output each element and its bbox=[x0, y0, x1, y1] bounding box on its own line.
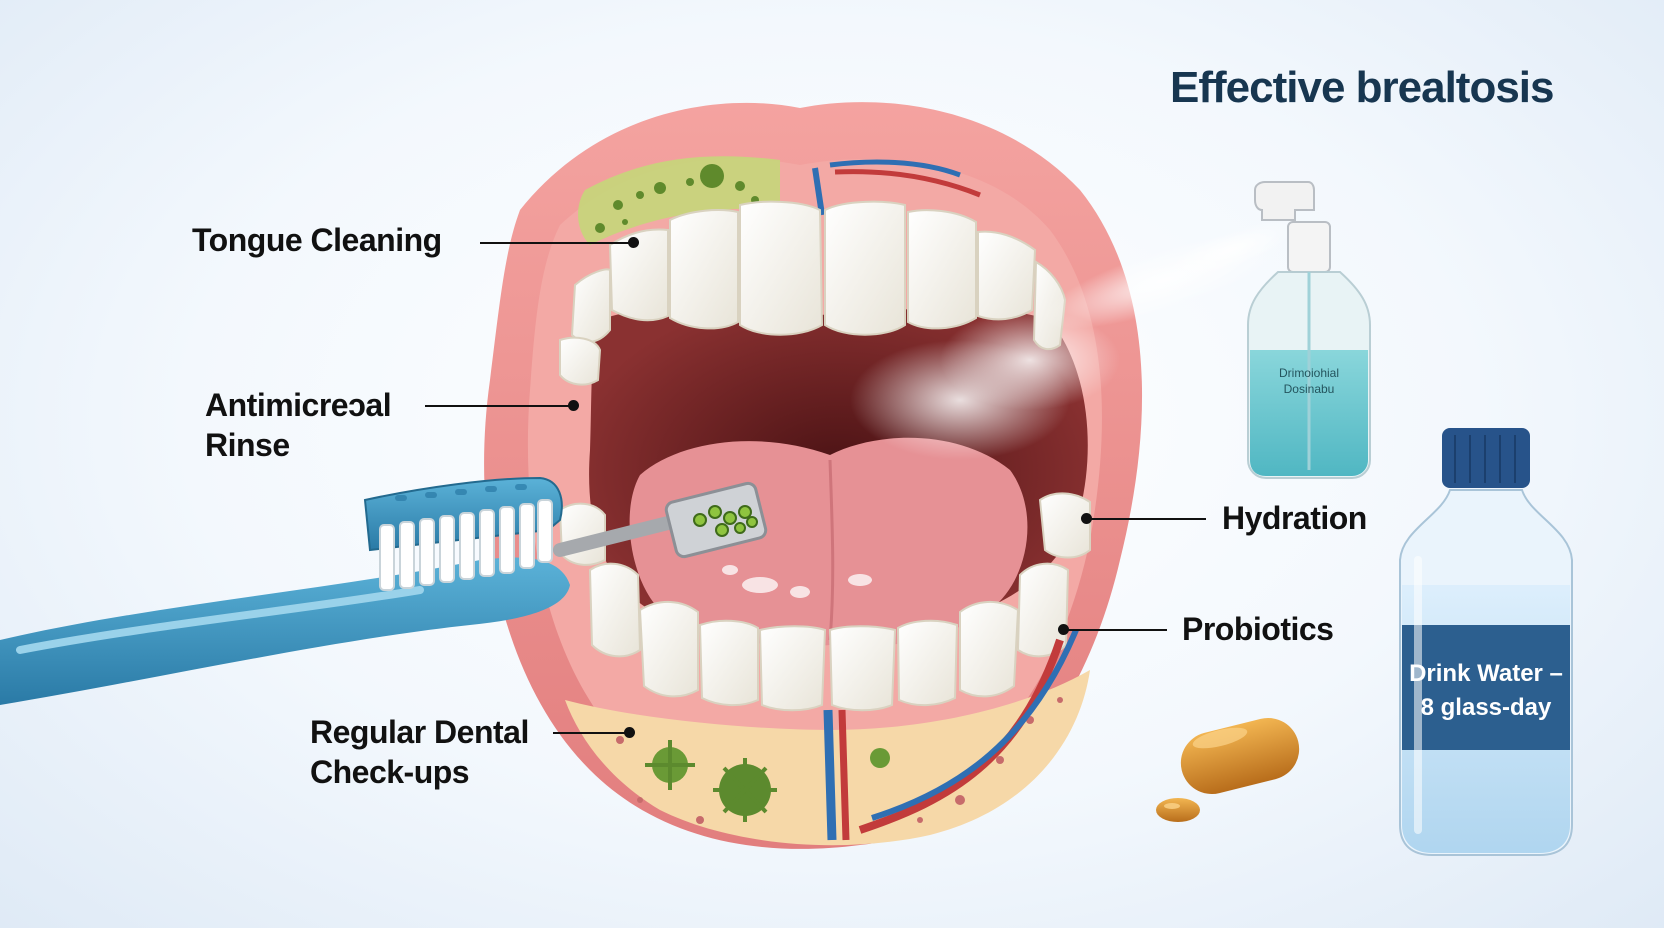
bacteria-icon bbox=[616, 697, 1063, 824]
probiotic-capsule-icon bbox=[1156, 717, 1300, 822]
upper-gum-plaque bbox=[578, 156, 780, 245]
leader-dot-regular-checkups bbox=[624, 727, 635, 738]
leader-regular-checkups bbox=[553, 732, 628, 734]
spray-bottle-label-line2: Dosinabu bbox=[1283, 382, 1335, 396]
leader-antimicrobial-rinse bbox=[425, 405, 570, 407]
spray-bottle-label-line1: Drimoiohial bbox=[1278, 366, 1340, 380]
mouth-illustration bbox=[484, 102, 1143, 849]
leader-probiotics bbox=[1063, 629, 1167, 631]
water-bottle-label-line2: 8 glass-day bbox=[1420, 694, 1552, 721]
bacteria-icon bbox=[595, 164, 759, 233]
label-regular-checkups-line1: Regular Dental bbox=[310, 714, 529, 750]
label-tongue-cleaning: Tongue Cleaning bbox=[192, 222, 442, 258]
water-bottle-label-line1: Drink Water – bbox=[1409, 660, 1563, 687]
water-bottle-icon bbox=[1399, 428, 1573, 856]
leader-tongue-cleaning bbox=[480, 242, 632, 244]
label-antimicrobial-rinse-line1: Antimicreɔal bbox=[205, 387, 392, 423]
label-probiotics: Probiotics bbox=[1182, 611, 1334, 647]
label-antimicrobial-rinse-line2: Rinse bbox=[205, 427, 290, 463]
leader-dot-antimicrobial-rinse bbox=[568, 400, 579, 411]
toothbrush-icon bbox=[0, 476, 570, 705]
page-title: Effective brealtosis bbox=[1170, 63, 1554, 112]
upper-teeth bbox=[559, 200, 1067, 386]
tongue-scraper-icon bbox=[553, 481, 768, 559]
spray-bottle-icon bbox=[1041, 181, 1371, 479]
leader-hydration bbox=[1086, 518, 1206, 520]
label-hydration: Hydration bbox=[1222, 500, 1367, 536]
leader-dot-tongue-cleaning bbox=[628, 237, 639, 248]
label-regular-checkups-line2: Check-ups bbox=[310, 754, 470, 790]
